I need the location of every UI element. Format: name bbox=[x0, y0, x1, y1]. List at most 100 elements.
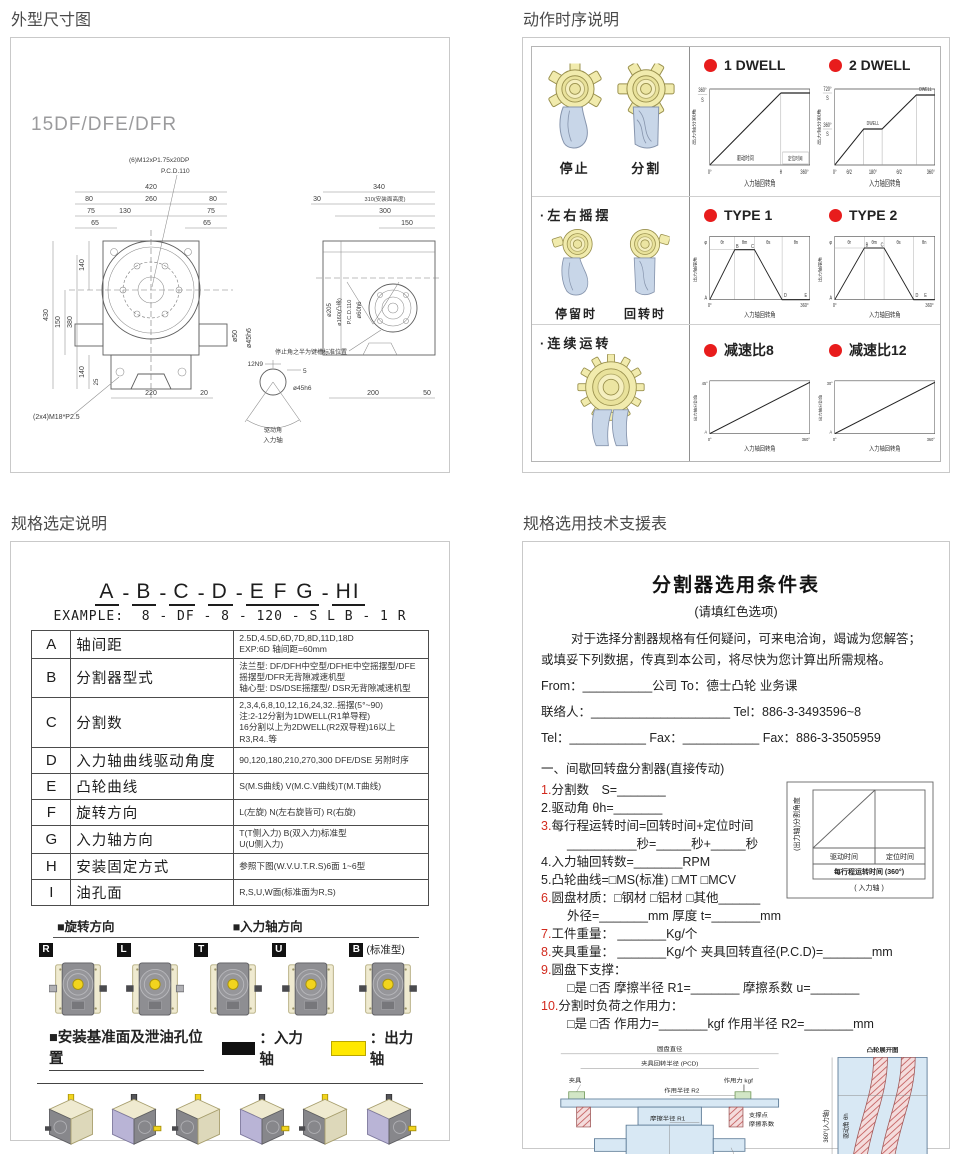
svg-text:ø60h6: ø60h6 bbox=[357, 301, 363, 319]
type2-label: TYPE 2 bbox=[849, 207, 898, 223]
continuous-gear-icon bbox=[563, 354, 659, 450]
svg-text:0°: 0° bbox=[708, 436, 712, 441]
cam-dwelling-caption: 停留时 bbox=[554, 307, 597, 321]
red-dot-icon bbox=[704, 208, 717, 222]
cam-rotating-icon bbox=[620, 224, 670, 298]
keyway-note: 停止角之半为键槽标准位置 bbox=[275, 348, 347, 356]
svg-text:360°: 360° bbox=[800, 169, 808, 176]
stroke-time-mini-chart: 驱动时间 定位时间 每行程运转时间 (360°) ( 入力轴 ) (出力轴)分割… bbox=[786, 781, 934, 899]
device-front-icon bbox=[204, 962, 262, 1016]
iso-device-icon bbox=[43, 1094, 99, 1146]
svg-text:出力轴分割角: 出力轴分割角 bbox=[692, 395, 697, 421]
dwell1-block: 1 DWELL 360° S 出力轴分割角 0° bbox=[690, 51, 815, 193]
type1-label: TYPE 1 bbox=[724, 207, 773, 223]
svg-text:B: B bbox=[866, 242, 869, 248]
form-item-3b: __________秒=_____秒+_____秒 bbox=[567, 837, 759, 851]
spec-panel: A-B-C-D-E F G-HI EXAMPLE: 8 - DF - 8 - 1… bbox=[10, 541, 450, 1154]
svg-text:50: 50 bbox=[423, 390, 431, 397]
svg-text:360°: 360° bbox=[823, 122, 831, 129]
svg-text:5: 5 bbox=[303, 368, 307, 375]
svg-text:80: 80 bbox=[85, 196, 93, 203]
form-item-8: 8.夹具重量： _______Kg/个 夹具回转直径(P.C.D)=______… bbox=[541, 945, 893, 959]
code-letter-d: D bbox=[207, 580, 233, 606]
svg-text:65: 65 bbox=[91, 220, 99, 227]
panel-title-dimensions: 外型尺寸图 bbox=[11, 12, 92, 29]
ratio8-block: 减速比8 45° A 出力轴分割角 0° 360° 入力轴回转角 bbox=[690, 334, 815, 456]
svg-text:θn: θn bbox=[794, 239, 799, 245]
svg-text:圆盘直径: 圆盘直径 bbox=[657, 1045, 682, 1053]
output-shaft-swatch bbox=[330, 1040, 366, 1056]
svg-text:S: S bbox=[701, 97, 704, 104]
svg-text:A: A bbox=[704, 429, 707, 434]
svg-text:20: 20 bbox=[200, 390, 208, 397]
svg-text:θ/2: θ/2 bbox=[846, 169, 852, 176]
dwell2-block: 2 DWELL 720° S 360° bbox=[815, 51, 940, 193]
svg-text:出力轴分割角: 出力轴分割角 bbox=[817, 395, 822, 421]
svg-text:定位时间: 定位时间 bbox=[886, 852, 914, 861]
cam-rotating-caption: 回转时 bbox=[623, 307, 666, 321]
svg-text:A: A bbox=[704, 295, 707, 301]
svg-text:220: 220 bbox=[145, 390, 157, 397]
svg-text:C: C bbox=[751, 244, 755, 250]
mounting-orientations-row bbox=[37, 1082, 423, 1154]
svg-text:作用力 kgf: 作用力 kgf bbox=[724, 1077, 753, 1085]
sheet-subtitle: (请填红色选项) bbox=[694, 605, 778, 619]
code-letter-c: C bbox=[169, 580, 195, 606]
cam-rotating-figure: 回转时 bbox=[620, 224, 670, 322]
red-dot-icon bbox=[704, 343, 717, 357]
svg-text:310(安装面高度): 310(安装面高度) bbox=[364, 195, 405, 203]
form-item-9: 9.圆盘下支撑： bbox=[541, 963, 627, 977]
variant-t: T bbox=[194, 942, 272, 1016]
svg-text:180°: 180° bbox=[869, 169, 877, 176]
code-letters-efg: E F G bbox=[245, 580, 319, 606]
form-item-6b: 外径=_______mm 厚度 t=_______mm bbox=[567, 909, 781, 923]
svg-text:30: 30 bbox=[313, 196, 321, 203]
svg-text:45°: 45° bbox=[702, 380, 708, 385]
ratio8-label: 减速比8 bbox=[724, 342, 774, 358]
dimension-drawing: 15DF/DFE/DFR (6)M12xP1.75x20DP P.C.D.110… bbox=[31, 114, 441, 444]
form-item-1: 1.分割数 S=_______ bbox=[541, 783, 666, 797]
bolt-note-2: (2x4)M18*P2.5 bbox=[33, 414, 80, 421]
svg-text:360°: 360° bbox=[698, 87, 706, 94]
svg-text:θ: θ bbox=[780, 169, 782, 176]
svg-text:140: 140 bbox=[79, 366, 86, 378]
svg-text:作用半径 R2: 作用半径 R2 bbox=[664, 1087, 700, 1095]
svg-text:S: S bbox=[826, 95, 829, 102]
svg-text:75: 75 bbox=[207, 208, 215, 215]
svg-text:0°: 0° bbox=[833, 436, 837, 441]
cam-index-figure: 分割 bbox=[617, 63, 675, 177]
legend-output-shaft: ：出力轴 bbox=[330, 1027, 423, 1069]
svg-text:360°: 360° bbox=[800, 303, 808, 309]
svg-text:摩擦系数: 摩擦系数 bbox=[749, 1120, 774, 1128]
direction-headings: ■旋转方向 ■入力轴方向 bbox=[53, 916, 419, 938]
svg-text:驱动角 θh: 驱动角 θh bbox=[842, 1113, 850, 1138]
svg-text:DWELL: DWELL bbox=[867, 120, 880, 126]
device-front-icon bbox=[126, 962, 185, 1016]
svg-text:0°: 0° bbox=[833, 303, 837, 309]
red-dot-icon bbox=[829, 58, 842, 72]
svg-text:360°: 360° bbox=[927, 436, 935, 441]
svg-text:入力轴回转角: 入力轴回转角 bbox=[744, 178, 776, 189]
svg-text:0°: 0° bbox=[708, 169, 712, 176]
dwell1-chart: 360° S 出力轴分割角 0° θ 360° 驱动时间 定位时间 入力轴回 bbox=[691, 87, 810, 189]
variant-chip: T bbox=[194, 942, 209, 957]
svg-text:360°: 360° bbox=[927, 169, 935, 176]
svg-text:E: E bbox=[924, 293, 927, 299]
continuous-caption: ·连续运转 bbox=[540, 336, 612, 351]
cam-index-icon bbox=[617, 63, 675, 151]
svg-text:0°: 0° bbox=[708, 303, 712, 309]
form-item-7: 7.工件重量： _______Kg/个 bbox=[541, 927, 698, 941]
svg-text:θs: θs bbox=[766, 239, 771, 245]
svg-text:B: B bbox=[736, 244, 739, 250]
dwell2-label: 2 DWELL bbox=[849, 57, 911, 73]
type1-chart: θr θm θs θn B C D E φ A 出力轴摆角 bbox=[692, 236, 810, 319]
form-content: 分割器选用条件表 (请填红色选项) 对于选择分割器规格有任何疑问，可来电洽询，竭… bbox=[523, 542, 949, 1154]
form-item-5: 5.凸轮曲线=□MS(标准) □MT □MCV bbox=[541, 873, 737, 887]
svg-text:C: C bbox=[881, 242, 885, 248]
form-item-3: 3.每行程运转时间=回转时间+定位时间 bbox=[541, 819, 754, 833]
